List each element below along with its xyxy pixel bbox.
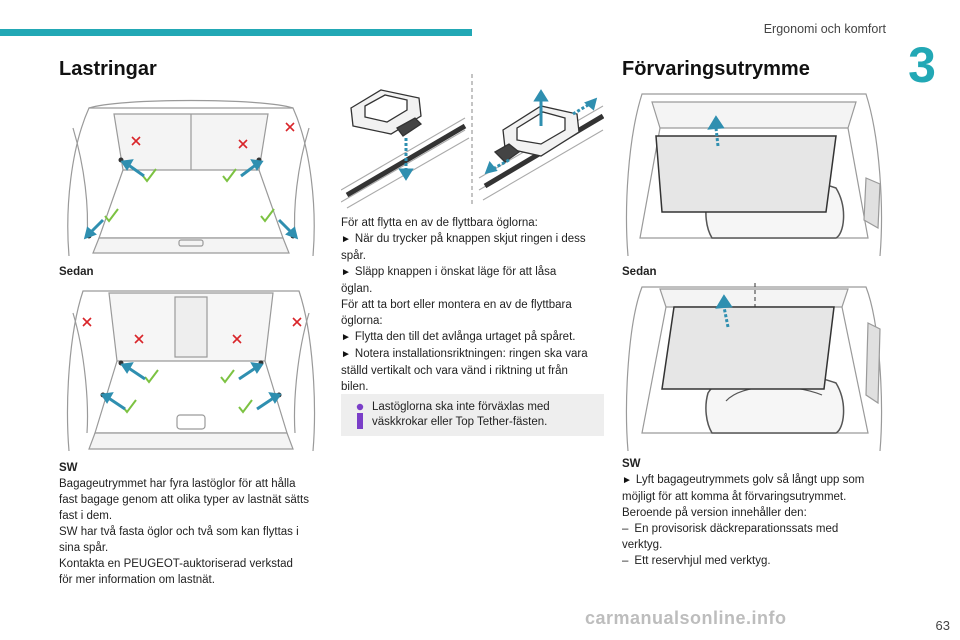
instruction-line: bilen. xyxy=(341,381,369,393)
storage-line: Beroende på version innehåller den: xyxy=(622,507,807,519)
info-line: Lastöglorna ska inte förväxlas med xyxy=(372,401,550,413)
instruction-line: För att flytta en av de flyttbara öglorn… xyxy=(341,217,538,229)
bullet-arrow-icon: ► xyxy=(341,234,351,245)
storage-line: möjligt för att komma åt förvaringsutrym… xyxy=(622,491,847,503)
ring-rail-illustration xyxy=(341,74,604,209)
storage-text: Lyft bagageutrymmets golv så långt upp s… xyxy=(635,474,865,486)
instruction-line: För att ta bort eller montera en av de f… xyxy=(341,299,572,311)
instruction-bullet: ►Notera installationsriktningen: ringen … xyxy=(341,346,616,363)
storage-text: En provisorisk däckreparationssats med xyxy=(634,523,839,535)
sedan-storage-illustration xyxy=(625,93,883,257)
instruction-bullet: ►När du trycker på knappen skjut ringen … xyxy=(341,231,616,248)
middle-body-text: För att flytta en av de flyttbara öglorn… xyxy=(341,215,616,395)
instruction-text: Släpp knappen i önskat läge för att låsa xyxy=(354,266,557,278)
instruction-line: öglorna: xyxy=(341,315,383,327)
bullet-arrow-icon: ► xyxy=(341,267,351,278)
bullet-arrow-icon: ► xyxy=(341,332,351,343)
left-body-text: Bagageutrymmet har fyra lastöglor för at… xyxy=(59,476,334,588)
dash-marker: – xyxy=(622,555,629,567)
sedan-trunk-illustration xyxy=(67,99,315,257)
storage-line: –En provisorisk däckreparationssats med xyxy=(622,521,902,537)
instruction-text: När du trycker på knappen skjut ringen i… xyxy=(354,233,586,245)
caption-sw-storage: SW xyxy=(622,458,641,470)
dash-marker: – xyxy=(622,523,629,535)
info-icon xyxy=(356,403,364,429)
storage-line: verktyg. xyxy=(622,539,663,551)
left-paragraph-line: Kontakta en PEUGEOT-auktoriserad verksta… xyxy=(59,558,293,570)
instruction-line: ställd vertikalt och vara vänd i riktnin… xyxy=(341,365,568,377)
section-title: Ergonomi och komfort xyxy=(763,22,886,36)
left-paragraph-line: fast i dem. xyxy=(59,510,113,522)
watermark: carmanualsonline.info xyxy=(585,608,787,628)
heading-lastringar: Lastringar xyxy=(59,58,157,80)
sw-trunk-illustration xyxy=(66,290,316,452)
instruction-bullet: ►Släpp knappen i önskat läge för att lås… xyxy=(341,264,616,281)
left-paragraph-line: sina spår. xyxy=(59,542,109,554)
instruction-text: Flytta den till det avlånga urtaget på s… xyxy=(354,331,576,343)
bullet-arrow-icon: ► xyxy=(341,349,351,360)
left-paragraph-line: Bagageutrymmet har fyra lastöglor för at… xyxy=(59,478,296,490)
instruction-line: spår. xyxy=(341,250,366,262)
instruction-line: öglan. xyxy=(341,283,373,295)
heading-forvaringsutrymme: Förvaringsutrymme xyxy=(622,58,810,80)
left-paragraph-line: SW har två fasta öglor och två som kan f… xyxy=(59,526,299,538)
header-accent-bar xyxy=(0,29,472,36)
caption-sedan-storage: Sedan xyxy=(622,266,657,278)
caption-sw-rings: SW xyxy=(59,462,78,474)
instruction-text: Notera installationsriktningen: ringen s… xyxy=(354,348,588,360)
storage-line: ►Lyft bagageutrymmets golv så långt upp … xyxy=(622,472,902,489)
caption-sedan-rings: Sedan xyxy=(59,266,94,278)
storage-line: –Ett reservhjul med verktyg. xyxy=(622,553,902,569)
left-paragraph-line: för mer information om lastnät. xyxy=(59,574,215,586)
info-text: Lastöglorna ska inte förväxlas med väskk… xyxy=(372,400,597,430)
sw-storage-illustration xyxy=(625,283,883,452)
storage-text: Ett reservhjul med verktyg. xyxy=(634,555,771,567)
left-paragraph-line: fast bagage genom att olika typer av las… xyxy=(59,494,309,506)
info-box: Lastöglorna ska inte förväxlas med väskk… xyxy=(341,394,604,436)
instruction-bullet: ►Flytta den till det avlånga urtaget på … xyxy=(341,329,616,346)
right-body-text: ►Lyft bagageutrymmets golv så långt upp … xyxy=(622,472,902,569)
page-number: 63 xyxy=(935,618,950,633)
info-line: väskkrokar eller Top Tether-fästen. xyxy=(372,416,548,428)
chapter-number: 3 xyxy=(908,37,936,93)
bullet-arrow-icon: ► xyxy=(622,475,632,486)
